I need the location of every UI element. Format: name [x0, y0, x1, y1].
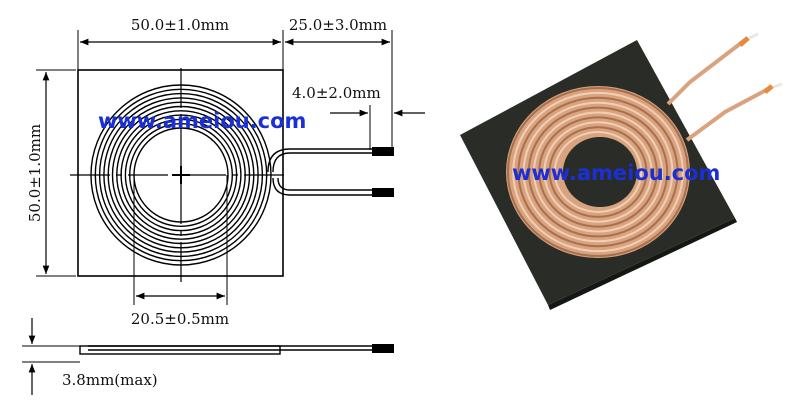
copper-winding — [527, 106, 669, 238]
lead-tip-upper — [372, 147, 394, 156]
coil-center-hole — [563, 137, 637, 207]
copper-winding — [507, 87, 689, 257]
dim-label-lead-length: 25.0±3.0mm — [289, 16, 387, 34]
side-view: 3.8mm(max) — [22, 318, 394, 395]
lead-wire-lower-2 — [277, 177, 372, 191]
dim-label-height: 50.0±1.0mm — [26, 124, 44, 222]
photo-coil — [506, 86, 690, 258]
product-photo: www.ameiou.com — [460, 32, 783, 310]
technical-drawing: 50.0±1.0mm 25.0±3.0mm 4.0±2.0mm 50.0±1.0… — [22, 16, 425, 395]
photo-watermark-text: www.ameiou.com — [512, 161, 720, 185]
copper-winding — [533, 111, 663, 233]
dim-label-width: 50.0±1.0mm — [131, 16, 229, 34]
lead-wire-upper-2 — [267, 148, 372, 173]
copper-winding — [548, 126, 648, 218]
copper-winding — [522, 101, 674, 243]
dim-label-thickness: 3.8mm(max) — [62, 371, 158, 389]
copper-winding — [517, 96, 679, 248]
copper-winding — [512, 91, 684, 253]
copper-winding — [553, 131, 643, 213]
copper-winding — [538, 116, 658, 228]
watermark-text: www.ameiou.com — [98, 109, 306, 133]
photo-lead-wires — [666, 32, 783, 142]
dim-label-inner-diameter: 20.5±0.5mm — [131, 310, 229, 328]
copper-winding — [543, 121, 653, 223]
lead-wire-lower — [272, 177, 372, 196]
lead-tip-lower — [372, 188, 394, 197]
side-view-lead-tip — [372, 344, 394, 353]
dim-label-lead-offset: 4.0±2.0mm — [292, 84, 381, 102]
ferrite-plate-edge — [548, 218, 737, 310]
lead-wire-upper — [272, 152, 372, 173]
